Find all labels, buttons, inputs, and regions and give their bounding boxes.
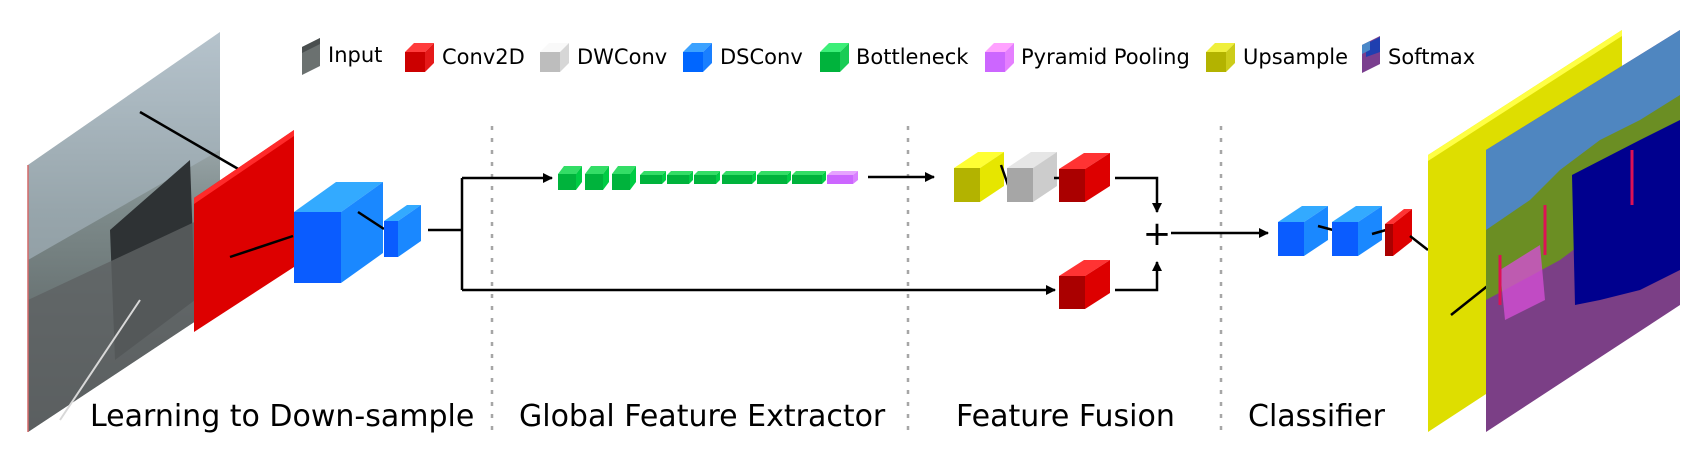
bottleneck-block [612,166,636,190]
conv2d-block-fusion-top [1059,153,1110,202]
upsample-swatch-icon [1206,43,1235,72]
bottleneck-block [757,171,791,184]
dwconv-block [1007,152,1057,202]
global-feature-extractor [558,166,858,190]
section-label-feature-fusion: Feature Fusion [956,399,1175,434]
input-swatch-icon [302,38,320,75]
bottleneck-block [585,166,609,190]
legend-label-upsample: Upsample [1243,45,1348,69]
input-image [27,32,241,432]
downsample-blocks [194,130,421,332]
bottleneck-swatch-icon [820,43,849,72]
legend-item-input: Input [302,38,382,75]
legend-label-input: Input [328,43,382,67]
legend-label-dwconv: DWConv [577,45,667,69]
bottleneck-block [640,171,666,184]
dsconv-block-classifier-2 [1332,206,1382,256]
conv2d-block-classifier [1385,209,1412,256]
flow-connections [428,172,1269,295]
pyramid-swatch-icon [985,43,1014,72]
section-labels: Learning to Down-sample Global Feature E… [90,399,1386,434]
upsample-block [954,152,1004,202]
bottleneck-block [667,171,693,184]
dwconv-swatch-icon [540,43,569,72]
conv2d-block-fusion-bottom [1059,260,1110,309]
legend-item-upsample: Upsample [1206,43,1348,72]
bottleneck-block [792,171,826,184]
legend-label-softmax: Softmax [1388,45,1475,69]
bottleneck-block [558,166,582,190]
feature-fusion: + [954,152,1171,309]
legend-label-bottleneck: Bottleneck [856,45,969,69]
conv2d-block-large [194,130,294,332]
legend-item-softmax: Softmax [1362,36,1475,73]
legend-item-pyramid: Pyramid Pooling [985,43,1190,72]
dsconv-block-2 [384,205,421,257]
legend-label-dsconv: DSConv [720,45,803,69]
conv2d-swatch-icon [405,43,434,72]
bottleneck-block [722,171,756,184]
legend-item-dwconv: DWConv [540,43,667,72]
legend-label-pyramid: Pyramid Pooling [1021,45,1190,69]
bottleneck-block [694,171,720,184]
section-label-global-feature-extractor: Global Feature Extractor [519,399,886,434]
sum-symbol: + [1143,214,1172,254]
pyramid-pooling-block [827,171,858,184]
dsconv-block-1 [294,182,383,283]
legend-item-dsconv: DSConv [683,43,803,72]
legend: Input Conv2D DWConv DSConv Bottleneck Py… [302,36,1475,75]
softmax-output [1486,30,1680,432]
section-label-downsample: Learning to Down-sample [90,399,474,434]
dsconv-block-classifier-1 [1278,206,1328,256]
softmax-swatch-icon [1362,36,1380,73]
section-label-classifier: Classifier [1248,399,1386,434]
legend-item-bottleneck: Bottleneck [820,43,969,72]
dsconv-swatch-icon [683,43,712,72]
legend-item-conv2d: Conv2D [405,43,525,72]
legend-label-conv2d: Conv2D [442,45,525,69]
